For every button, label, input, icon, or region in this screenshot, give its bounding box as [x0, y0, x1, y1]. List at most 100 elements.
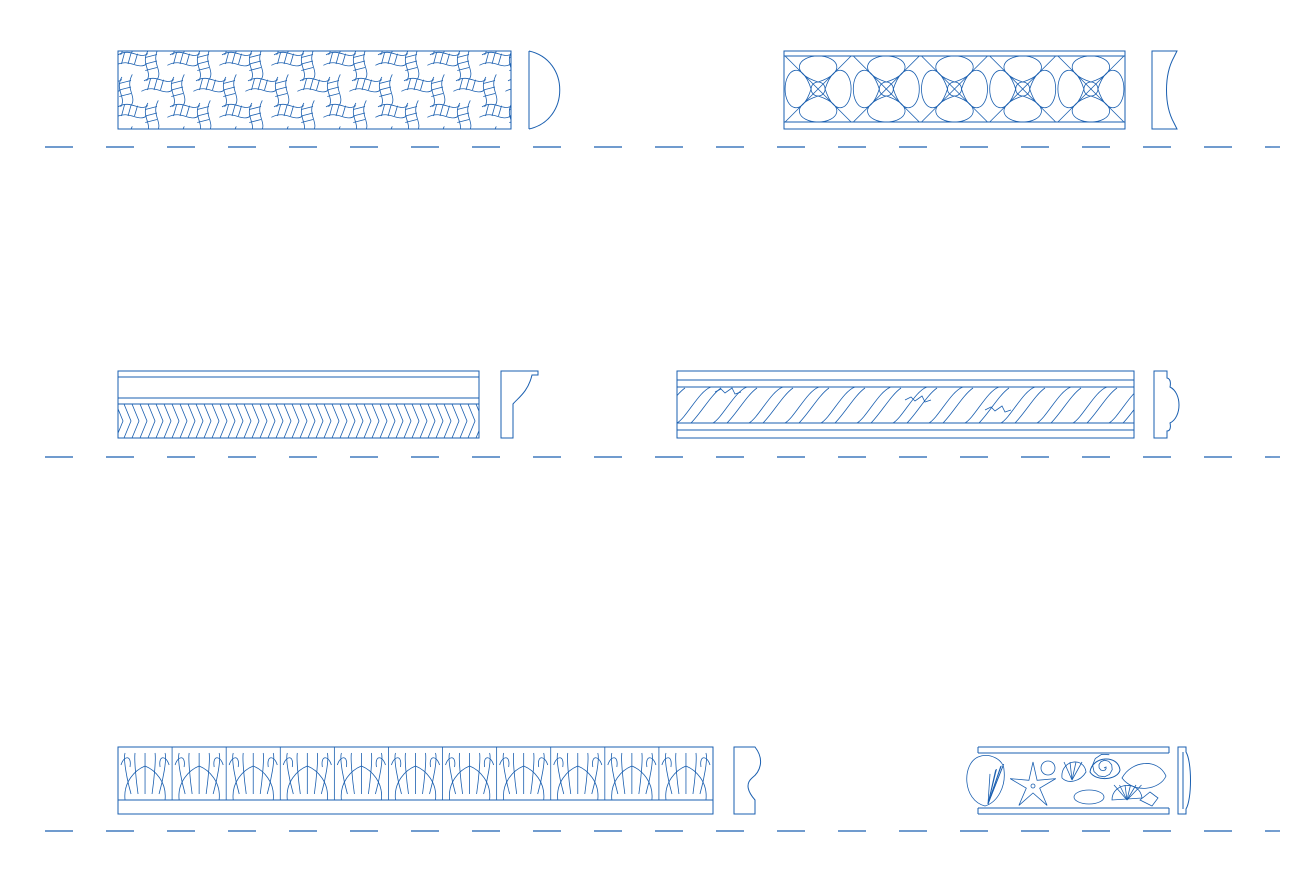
- braid-strand: [225, 126, 237, 129]
- braid-strand: [456, 51, 472, 82]
- braided-rope-moulding: [93, 22, 549, 144]
- braid-strand: [93, 48, 107, 81]
- braid-strand: [505, 79, 511, 92]
- rope-twist: [1000, 387, 1036, 423]
- chevron-stroke: [108, 404, 115, 438]
- rope-twist: [748, 387, 784, 423]
- rope-twist: [1145, 387, 1179, 423]
- chevron-stroke: [118, 407, 124, 435]
- acanthus-leaf: [171, 747, 224, 801]
- rope-twist: [1086, 387, 1118, 423]
- braid-strand: [401, 26, 434, 40]
- chevron-stroke: [155, 404, 164, 438]
- braid-strand: [193, 130, 226, 144]
- chevron-stroke: [435, 404, 444, 438]
- braid-strand: [427, 51, 461, 67]
- braid-strand: [167, 103, 201, 119]
- small-shell: [1139, 791, 1159, 807]
- braid-strand: [297, 26, 330, 40]
- braid-strand: [380, 51, 393, 56]
- braid-strand: [271, 103, 305, 119]
- braid-strand: [349, 77, 383, 93]
- rope-twist: [1072, 387, 1108, 423]
- chevron-stroke: [283, 404, 292, 438]
- braid-strand: [245, 130, 278, 144]
- braid-strand: [248, 100, 264, 129]
- chevron-stroke: [331, 404, 340, 438]
- braid-strand: [141, 77, 175, 93]
- braid-strand: [118, 51, 149, 67]
- braid-strand: [196, 100, 212, 129]
- braid-strand: [172, 51, 185, 56]
- braid-strand: [453, 26, 486, 40]
- chevron-stroke: [339, 404, 348, 438]
- chevron-stroke: [467, 404, 476, 438]
- braid-strand: [430, 74, 446, 108]
- braid-strand: [118, 79, 123, 92]
- rope-twist: [641, 387, 675, 423]
- flower-rosette: [989, 55, 1057, 123]
- braid-strand: [433, 126, 445, 129]
- chevron-stroke: [267, 404, 276, 438]
- flower-center: [1083, 81, 1099, 97]
- chevron-stroke: [484, 404, 491, 438]
- chevron-stroke: [459, 404, 468, 438]
- braid-strand: [401, 130, 434, 144]
- rope-twist: [942, 387, 974, 423]
- braid-strand: [378, 74, 394, 108]
- acanthus-leaf: [496, 747, 549, 801]
- acanthus-leaf: [279, 747, 332, 801]
- braid-strand: [245, 26, 278, 40]
- rope-twist: [870, 387, 902, 423]
- chevron-stroke: [123, 404, 132, 438]
- braid-strand: [535, 22, 549, 55]
- acanthus-leaf: [442, 747, 495, 801]
- chevron-stroke: [403, 404, 412, 438]
- braid-strand: [479, 51, 511, 67]
- braid-strand: [93, 100, 107, 132]
- braid-strand: [144, 51, 160, 82]
- braid-strand: [485, 126, 497, 129]
- chevron-stroke: [275, 404, 284, 438]
- chevron-stroke: [363, 404, 372, 438]
- chevron-stroke: [227, 404, 236, 438]
- chevron-stroke: [371, 404, 380, 438]
- braid-strand: [349, 26, 382, 40]
- braid-strand: [248, 51, 264, 82]
- flower-rosette: [1057, 55, 1125, 123]
- braid-strand: [508, 104, 511, 123]
- acanthus-leaf: [225, 747, 278, 801]
- chevron-stroke: [195, 404, 204, 438]
- braid-strand: [381, 126, 393, 129]
- flower-center: [947, 81, 962, 97]
- chevron-base-moulding: [108, 370, 491, 439]
- braided-rope-profile: [528, 50, 561, 130]
- mussel-shell: [1073, 789, 1105, 805]
- acanthus-leaf-profile: [733, 746, 762, 815]
- twisted-rope-profile: [1153, 370, 1180, 439]
- braid-strand: [484, 51, 497, 56]
- flower-rosette: [921, 55, 988, 123]
- chevron-stroke: [379, 404, 388, 438]
- chevron-stroke: [219, 404, 228, 438]
- braid-strand: [349, 130, 382, 144]
- braid-strand: [245, 77, 279, 93]
- chevron-stroke: [179, 404, 188, 438]
- braid-strand: [432, 51, 445, 56]
- flower-center: [810, 81, 826, 97]
- chevron-stroke: [211, 404, 220, 438]
- chevron-stroke: [475, 404, 479, 438]
- braid-strand: [167, 51, 201, 67]
- braid-strand: [277, 126, 289, 129]
- chevron-stroke: [411, 404, 420, 438]
- rope-twist: [677, 387, 712, 423]
- chevron-stroke: [427, 404, 436, 438]
- rope-twist: [1036, 387, 1072, 423]
- chevron-stroke: [323, 404, 332, 438]
- braid-strand: [118, 74, 134, 108]
- chevron-stroke: [131, 404, 140, 438]
- braid-strand: [144, 100, 160, 129]
- braid-strand: [300, 51, 316, 82]
- chevron-stroke: [387, 404, 396, 438]
